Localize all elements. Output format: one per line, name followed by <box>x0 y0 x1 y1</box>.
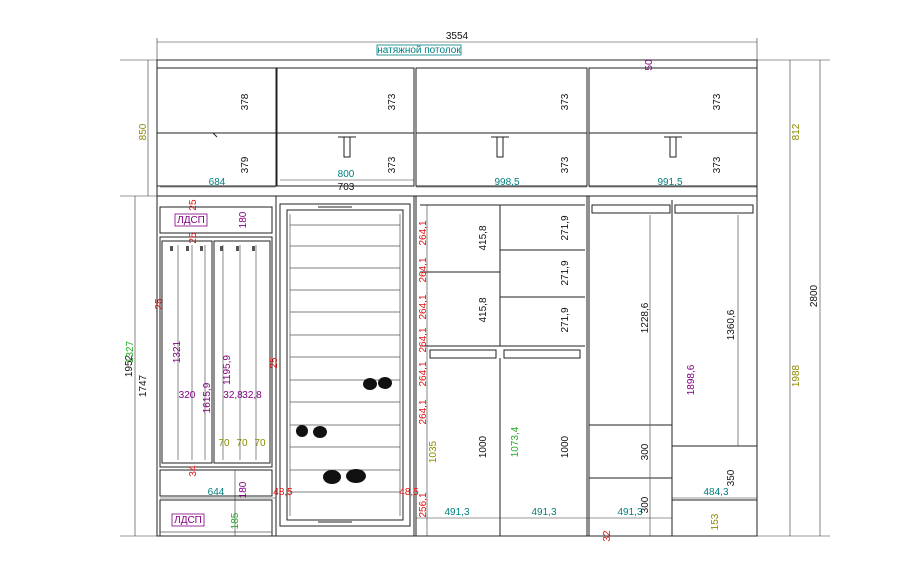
dim-300-b: 300 <box>640 496 651 513</box>
dim-1000-b: 1000 <box>560 435 571 458</box>
dim-1228: 1228,6 <box>640 302 651 333</box>
dim-850: 850 <box>138 123 149 140</box>
dim-70-b: 70 <box>236 438 248 449</box>
ceiling-label-box <box>376 44 462 56</box>
dim-300-a: 300 <box>640 443 651 460</box>
dim-32-8-b: 32,8 <box>242 390 262 401</box>
ceiling-label: натяжной потолок <box>377 45 461 56</box>
dim-185: 185 <box>230 512 241 529</box>
dim-991: 991,5 <box>657 177 682 188</box>
dim-378: 378 <box>240 93 251 110</box>
dim-32: 32 <box>602 530 613 542</box>
dim-491-c: 491,3 <box>617 507 642 518</box>
dim-180-a: 180 <box>238 211 249 228</box>
dim-70-c: 70 <box>254 438 266 449</box>
dim-1988: 1988 <box>791 364 802 387</box>
dimension-lines <box>120 38 830 537</box>
dim-256: 256,1 <box>418 492 429 517</box>
dim-415-b: 415,8 <box>478 297 489 322</box>
dim-800: 800 <box>338 169 355 180</box>
dim-373-d: 373 <box>560 156 571 173</box>
dim-153: 153 <box>710 513 721 530</box>
dim-373-c: 373 <box>560 93 571 110</box>
dim-48-5-b: 48,5 <box>399 487 419 498</box>
dim-34: 34 <box>188 465 199 477</box>
dim-264-5: 264,1 <box>418 361 429 386</box>
dim-1321: 1321 <box>172 340 183 363</box>
ldsp-top-label: ЛДСП <box>177 215 205 226</box>
ldsp-top-box <box>174 213 208 227</box>
dim-264-6: 264,1 <box>418 399 429 424</box>
dim-50: 50 <box>644 59 655 71</box>
dim-271-b: 271,9 <box>560 260 571 285</box>
dim-25-c: 25 <box>154 298 165 310</box>
ldsp-bottom-box <box>171 513 205 527</box>
dim-25-d: 25 <box>269 357 280 369</box>
dim-350: 350 <box>726 469 737 486</box>
dim-271-a: 271,9 <box>560 215 571 240</box>
dim-320: 320 <box>179 390 196 401</box>
dim-70-a: 70 <box>218 438 230 449</box>
dim-1195: 1195,9 <box>222 355 233 385</box>
dim-491-b: 491,3 <box>531 507 556 518</box>
dim-32-8-a: 32,8 <box>223 390 243 401</box>
section-right <box>589 200 757 536</box>
carcass <box>156 59 758 537</box>
dim-25-b: 25 <box>188 232 199 244</box>
dim-264-1: 264,1 <box>418 220 429 245</box>
dim-1952: 1952 <box>124 354 135 377</box>
dim-1000-a: 1000 <box>478 435 489 458</box>
dim-overall-width: 3554 <box>446 31 469 42</box>
dim-2800: 2800 <box>809 284 820 307</box>
dim-379: 379 <box>240 156 251 173</box>
dim-415-a: 415,8 <box>478 225 489 250</box>
section-left <box>159 206 273 537</box>
section-middle <box>420 204 585 536</box>
dim-271-c: 271,9 <box>560 307 571 332</box>
dim-1073: 1073,4 <box>510 426 521 457</box>
dim-812: 812 <box>791 123 802 140</box>
dim-644: 644 <box>208 487 225 498</box>
section-shoes <box>279 203 411 527</box>
dim-684: 684 <box>209 177 226 188</box>
dim-264-3: 264,1 <box>418 294 429 319</box>
dim-264-4: 264,1 <box>418 327 429 352</box>
dim-1035: 1035 <box>428 440 439 463</box>
lamp-icons <box>212 132 682 158</box>
dim-484: 484,3 <box>703 487 728 498</box>
dim-373-a: 373 <box>387 93 398 110</box>
dim-373-f: 373 <box>712 156 723 173</box>
dim-491-a: 491,3 <box>444 507 469 518</box>
dim-1615: 1615,9 <box>202 382 213 413</box>
dim-1747: 1747 <box>138 374 149 397</box>
dim-373-e: 373 <box>712 93 723 110</box>
dim-48-5-a: 48,5 <box>273 487 293 498</box>
dim-180-b: 180 <box>238 481 249 498</box>
dim-25-a: 25 <box>188 199 199 211</box>
shoe-icon <box>296 377 392 484</box>
dim-1327: 1327 <box>125 340 136 363</box>
dim-1360: 1360,6 <box>726 309 737 340</box>
dim-703: 703 <box>338 182 355 193</box>
dim-998: 998,5 <box>494 177 519 188</box>
dim-373-b: 373 <box>387 156 398 173</box>
ldsp-bottom-label: ЛДСП <box>174 515 202 526</box>
dim-1898: 1898,6 <box>686 364 697 395</box>
dim-264-2: 264,1 <box>418 257 429 282</box>
